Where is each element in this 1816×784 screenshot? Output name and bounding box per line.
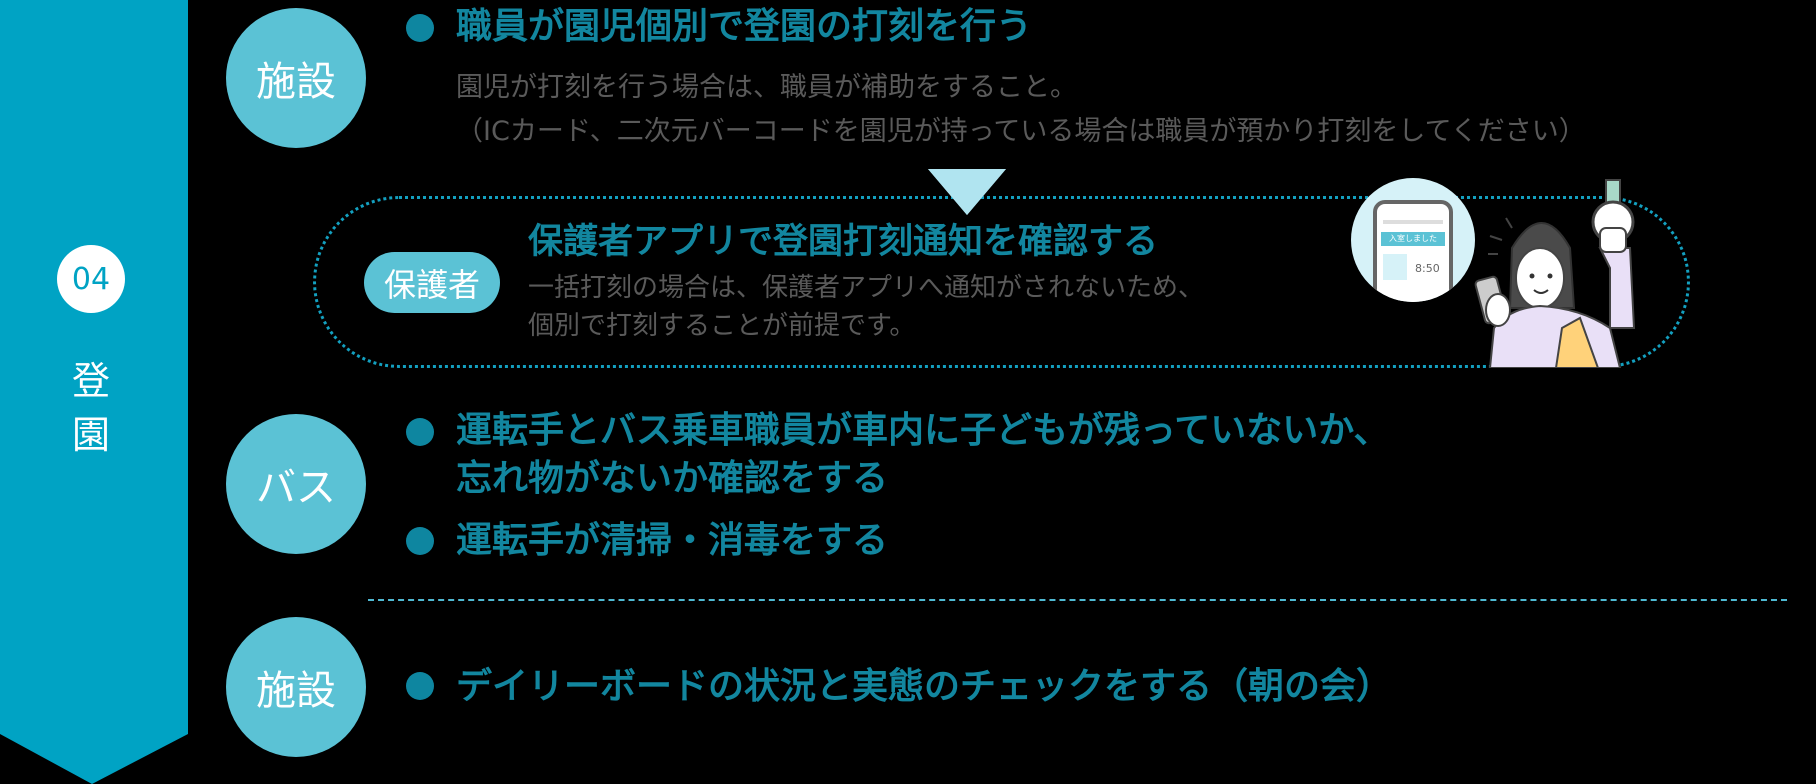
phone-header-bar: [1383, 220, 1443, 224]
step-label-char-2: 園: [71, 413, 110, 457]
actor-facility-circle-2: 施設: [226, 617, 366, 757]
parent-on-train-illustration-icon: [1474, 179, 1636, 368]
bullet-staff-checkin: 職員が園児個別で登園の打刻を行う: [456, 6, 1033, 47]
detail-line-2: （ICカード、二次元バーコードを園児が持っている場合は職員が預かり打刻をしてくだ…: [456, 116, 1586, 147]
notification-speech-bubble: 入室しました 8:50: [1351, 178, 1475, 302]
bullet-bus-check-line-1: 運転手とバス乗車職員が車内に子どもが残っていないか、: [456, 410, 1390, 451]
smartphone-icon: 入室しました 8:50: [1373, 200, 1453, 302]
guardian-detail-1: 一括打刻の場合は、保護者アプリへ通知がされないため、: [528, 273, 1205, 303]
actor-bus-circle: バス: [226, 414, 366, 554]
detail-line-1: 園児が打刻を行う場合は、職員が補助をすること。: [456, 72, 1077, 103]
bullet-dot-icon: [406, 14, 434, 42]
step-number-badge: 04: [57, 245, 125, 313]
bullet-dot-icon: [406, 672, 434, 700]
guardian-title: 保護者アプリで登園打刻通知を確認する: [528, 222, 1159, 262]
bullet-bus-check-line-2: 忘れ物がないか確認をする: [456, 458, 889, 499]
bullet-bus-cleaning: 運転手が清掃・消毒をする: [456, 520, 889, 561]
phone-notification-banner: 入室しました: [1381, 232, 1445, 246]
step-label-char-1: 登: [71, 359, 110, 403]
section-divider: [368, 599, 1787, 601]
phone-checkin-time: 8:50: [1415, 262, 1440, 275]
bullet-daily-board-check: デイリーボードの状況と実態のチェックをする（朝の会）: [456, 666, 1393, 707]
step-sidebar: [0, 0, 188, 784]
bullet-dot-icon: [406, 418, 434, 446]
actor-guardian-pill: 保護者: [364, 252, 500, 313]
bullet-dot-icon: [406, 527, 434, 555]
actor-facility-circle: 施設: [226, 8, 366, 148]
guardian-detail-2: 個別で打刻することが前提です。: [528, 311, 916, 341]
child-avatar-icon: [1383, 254, 1407, 280]
flow-arrow-overlay-icon: [928, 169, 1006, 215]
